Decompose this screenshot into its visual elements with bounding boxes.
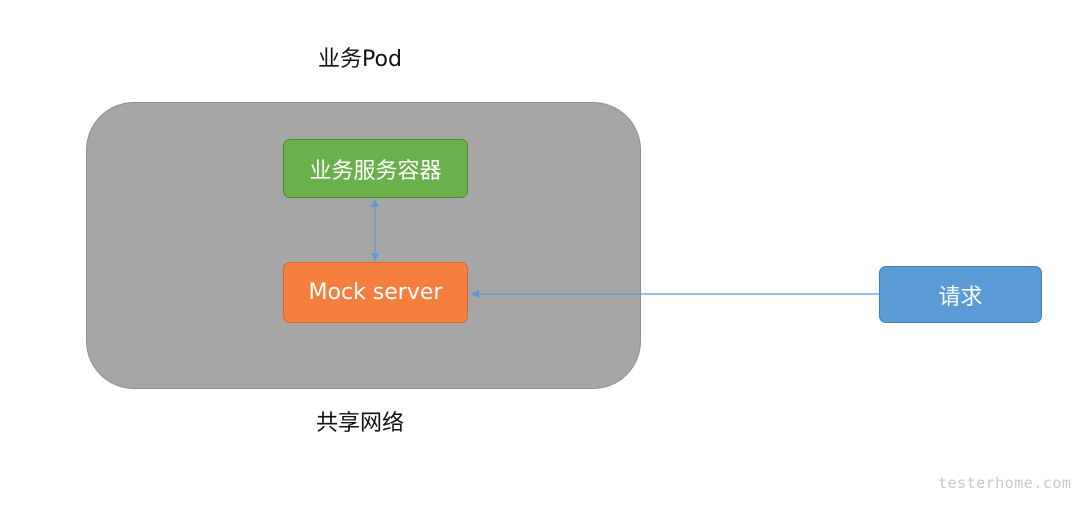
pod-title: 业务Pod — [318, 47, 402, 72]
shared-network-label: 共享网络 — [315, 411, 404, 436]
biz-service-container-node: 业务服务容器 — [283, 139, 468, 198]
request-label: 请求 — [938, 284, 983, 310]
biz-service-container-label: 业务服务容器 — [309, 158, 442, 184]
mock-server-label: Mock server — [308, 280, 443, 305]
mock-server-node: Mock server — [283, 262, 468, 323]
watermark: testerhome.com — [938, 474, 1072, 492]
request-node: 请求 — [879, 266, 1042, 323]
